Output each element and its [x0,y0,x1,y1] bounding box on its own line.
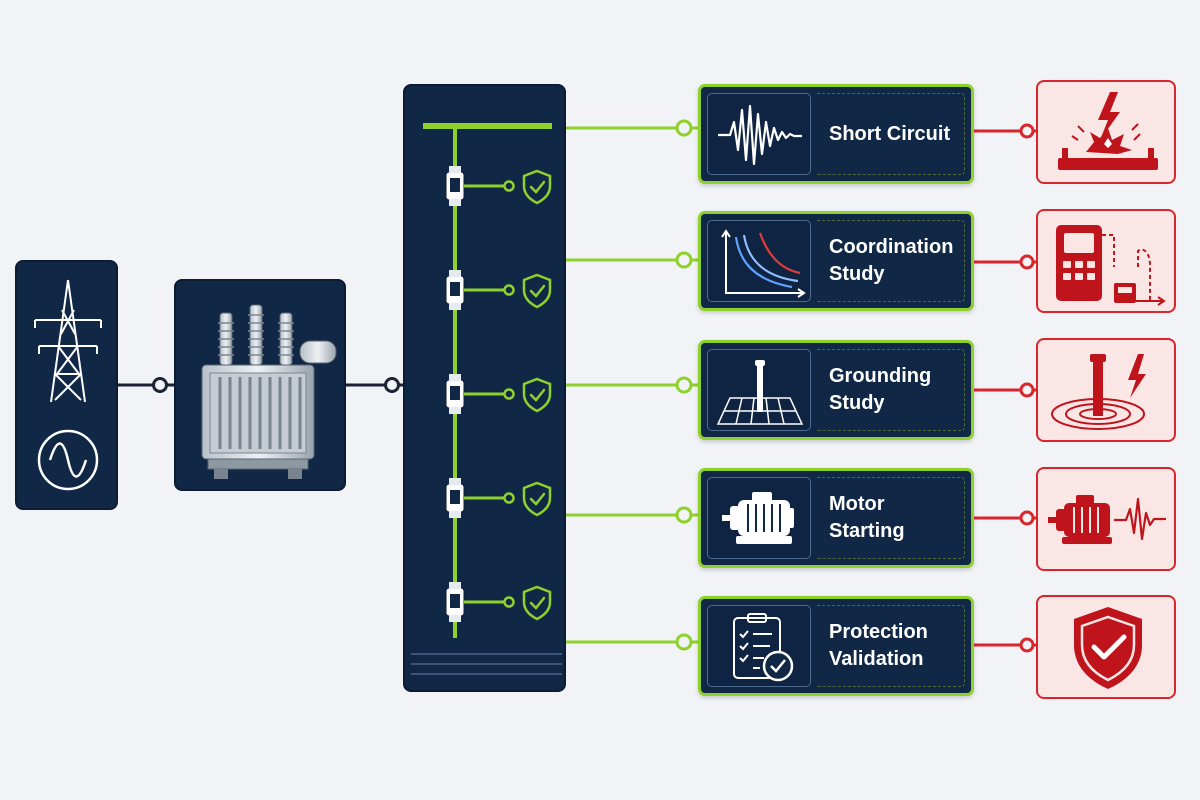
time-current-curve-icon [721,229,806,298]
protection-shield-check-icon [522,585,552,621]
protection-shield-check-icon [522,481,552,517]
circuit-breaker-icon [445,478,465,518]
study-label-area: Short Circuit [817,93,965,175]
transmission-tower-icon [34,279,102,403]
feeder-2 [445,270,552,310]
study-icon-frame [707,605,811,687]
risk-card-ground-potential [1036,338,1176,442]
fault-waveform-icon [718,104,802,166]
study-card-motor-starting[interactable]: Motor Starting [698,468,974,568]
study-connector [675,633,693,651]
power-source-panel [15,260,118,510]
study-title-line-1: Motor [829,493,885,515]
study-title-line-2: Study [829,392,885,414]
study-connector [675,251,693,269]
transformer-panel [174,279,346,491]
circuit-breaker-icon [445,166,465,206]
study-label-area: Grounding Study [817,349,965,431]
study-icon-frame [707,349,811,431]
ground-grid-rod-icon [716,360,804,425]
protection-shield-check-icon [522,377,552,413]
study-title-line-1: Grounding [829,365,932,387]
feeder-5 [445,582,552,622]
motor-icon [722,492,794,544]
feeder-node [503,596,515,608]
protection-shield-check-icon [522,169,552,205]
study-label-area: Coordination Study [817,220,965,302]
study-label-area: Motor Starting [817,477,965,559]
checklist-icon [733,613,794,682]
study-card-grounding[interactable]: Grounding Study [698,340,974,440]
study-title-line-2: Study [829,263,885,285]
arc-flash-fault-icon [1058,92,1158,170]
feeder-node [503,388,515,400]
study-title: Short Circuit [829,122,951,145]
node-connector [152,377,168,393]
risk-connector [1019,637,1035,653]
study-connector [675,506,693,524]
feeder-node [503,180,515,192]
study-title-line-1: Protection [829,621,928,643]
study-icon-frame [707,93,811,175]
feeder-1 [445,166,552,206]
study-label-area: Protection Validation [817,605,965,687]
feeder-4 [445,478,552,518]
risk-connector [1019,510,1035,526]
power-transformer-icon [201,304,337,479]
feeder-node [503,492,515,504]
node-connector [384,377,400,393]
circuit-breaker-icon [445,582,465,622]
switchgear-panel [403,84,566,692]
risk-card-protection-ok [1036,595,1176,699]
study-title-line-1: Coordination [829,236,954,258]
study-card-coordination[interactable]: Coordination Study [698,211,974,311]
relay-test-set-icon [1056,225,1166,306]
motor-voltage-dip-icon [1048,495,1166,544]
risk-card-arc-fault [1036,80,1176,184]
ground-potential-rise-icon [1051,354,1146,430]
feeder-node [503,284,515,296]
study-title-line-2: Starting [829,520,905,542]
ac-sine-icon [37,429,99,491]
shield-check-icon [1074,607,1142,689]
risk-connector [1019,382,1035,398]
vent-grille [411,653,562,675]
risk-connector [1019,123,1035,139]
study-icon-frame [707,477,811,559]
study-card-short-circuit[interactable]: Short Circuit [698,84,974,184]
study-icon-frame [707,220,811,302]
risk-connector [1019,254,1035,270]
study-card-protection-validation[interactable]: Protection Validation [698,596,974,696]
circuit-breaker-icon [445,374,465,414]
study-title-line-2: Validation [829,648,924,670]
risk-card-motor-dip [1036,467,1176,571]
risk-card-relay-test [1036,209,1176,313]
study-connector [675,119,693,137]
circuit-breaker-icon [445,270,465,310]
study-connector [675,376,693,394]
protection-shield-check-icon [522,273,552,309]
feeder-3 [445,374,552,414]
